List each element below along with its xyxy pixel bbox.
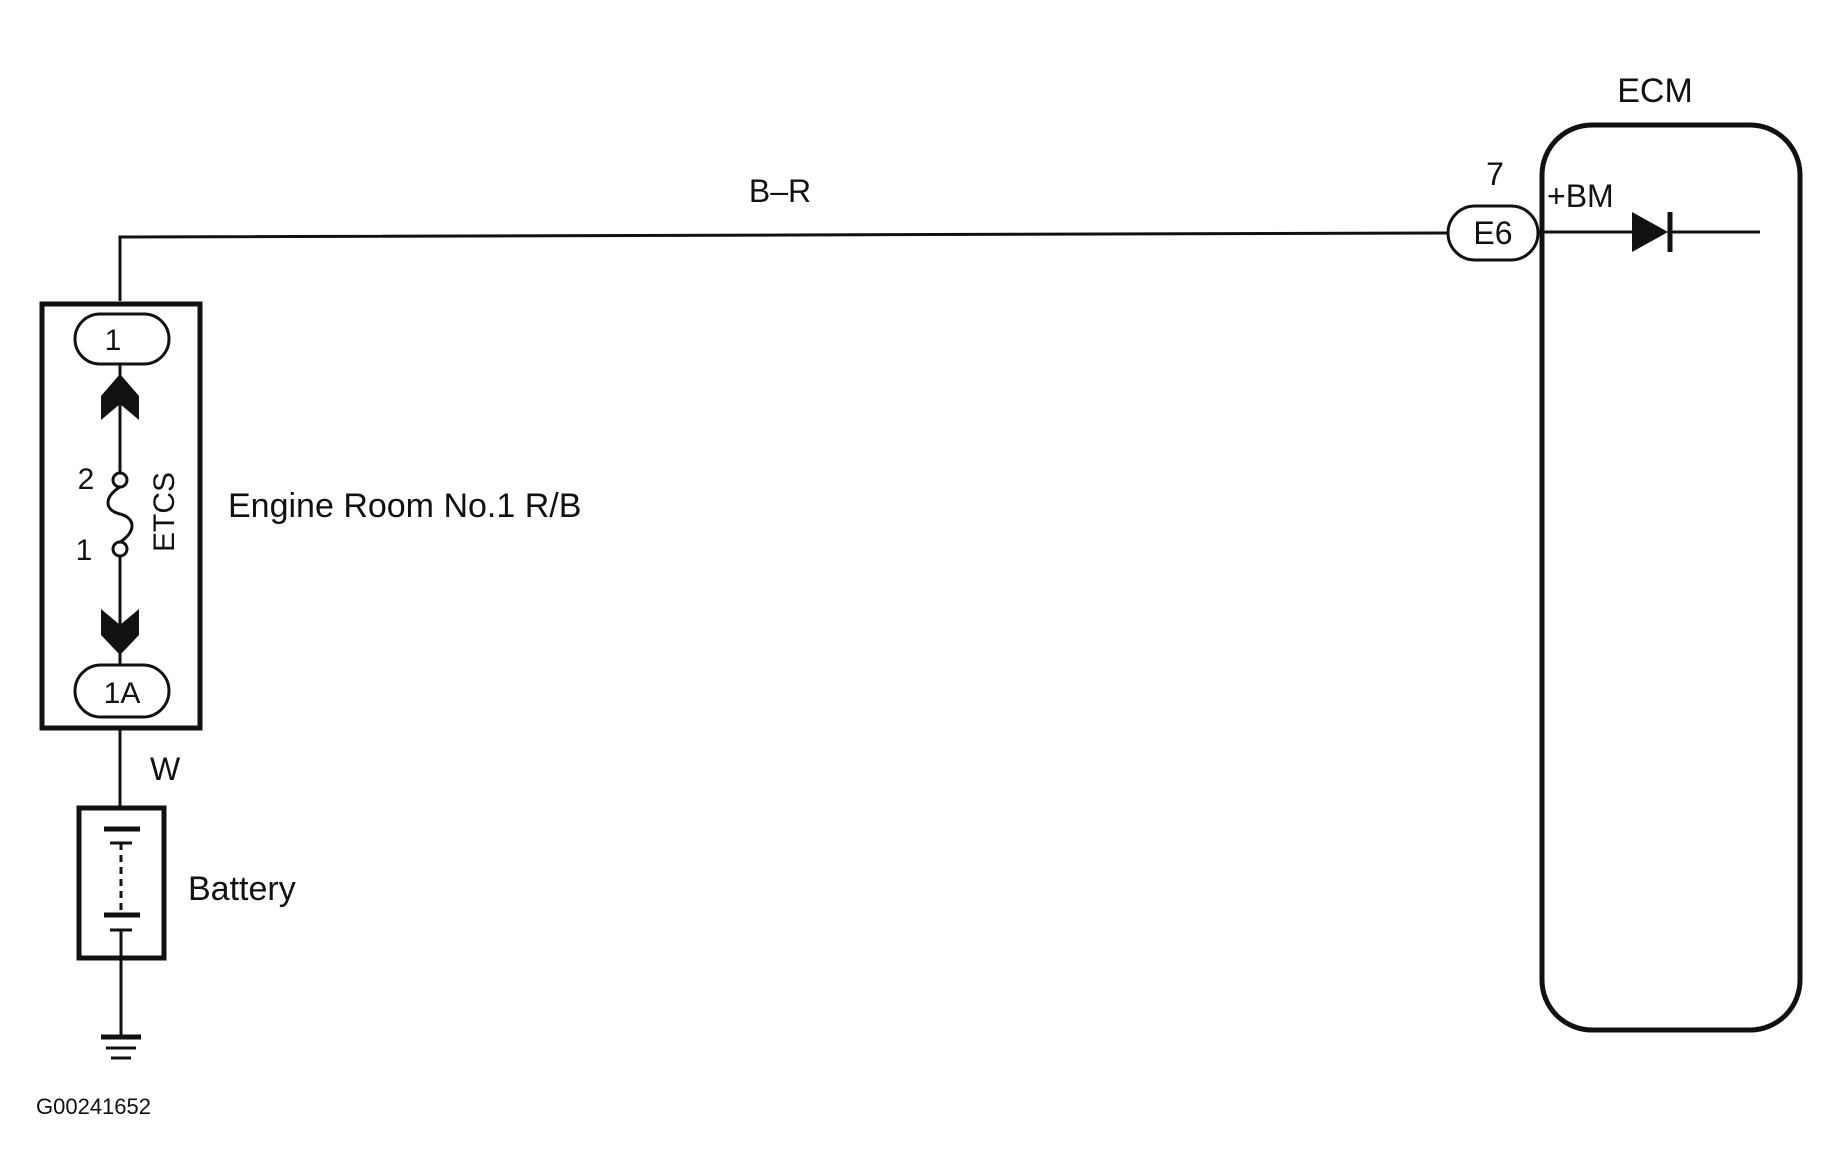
- rb-terminal-1: [73, 312, 171, 366]
- fuse-pin-2-node: [111, 471, 129, 489]
- ground-icon: [101, 1034, 141, 1060]
- ecm-terminal-label: +BM: [1547, 178, 1614, 214]
- connector-chevron-down-icon: [101, 609, 139, 655]
- fuse-pin-1-node: [111, 540, 129, 558]
- diode-icon: [1632, 212, 1668, 252]
- ecm-connector-label: E6: [1473, 215, 1512, 251]
- connector-chevron-up-icon: [101, 374, 139, 420]
- figure-id: G00241652: [36, 1094, 151, 1119]
- wire-b-r: [118, 231, 1449, 301]
- relay-block-name: Engine Room No.1 R/B: [228, 487, 581, 525]
- ecm-title: ECM: [1617, 72, 1693, 110]
- fuse-pin-1-label: 1: [76, 534, 93, 567]
- fuse-icon: [106, 485, 134, 544]
- battery-label: Battery: [188, 870, 296, 908]
- fuse-pin-2-label: 2: [78, 463, 95, 496]
- wire-label-w: W: [150, 751, 181, 787]
- ecm-pin-number: 7: [1486, 156, 1504, 192]
- wire-label-b-r: B–R: [749, 173, 811, 209]
- rb-terminal-1a: [73, 663, 171, 719]
- fuse-name-etcs: ETCS: [148, 472, 181, 552]
- ecm-box: [1539, 122, 1803, 1033]
- rb-terminal-1-label: 1: [105, 324, 122, 357]
- battery-icon: [104, 826, 140, 958]
- rb-terminal-1a-label: 1A: [104, 677, 141, 710]
